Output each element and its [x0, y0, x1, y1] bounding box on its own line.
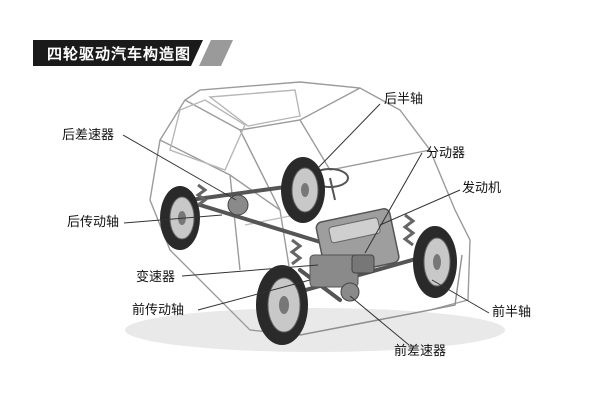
transfer-case-box: [351, 254, 375, 274]
label-rear-half-shaft: 后半轴: [384, 92, 424, 107]
label-transmission: 变速器: [136, 270, 176, 285]
ground-shadow: [125, 308, 505, 352]
leader-engine: [379, 189, 461, 226]
wheel-rear-right: [281, 157, 325, 223]
wheel-front-right: [413, 226, 457, 298]
suspension-springs: [195, 183, 416, 266]
car-body: [149, 81, 471, 336]
front-diff-housing: [340, 282, 360, 302]
leader-lines: [122, 103, 490, 346]
label-transfer-case: 分动器: [426, 146, 466, 161]
leader-front-drive-shaft: [197, 279, 311, 311]
title-banner-shape: [33, 40, 233, 66]
leader-rear-drive-shaft: [123, 214, 223, 224]
wheel-front-left: [256, 265, 308, 345]
title-banner: 四轮驱动汽车构造图: [33, 40, 233, 66]
engine-block: [227, 194, 400, 302]
leader-rear-differential: [122, 134, 237, 201]
label-rear-drive-shaft: 后传动轴: [67, 215, 120, 230]
leader-front-differential: [349, 295, 410, 346]
leader-transfer-case: [364, 152, 423, 254]
label-front-differential: 前差速器: [394, 344, 447, 359]
diagram-title: 四轮驱动汽车构造图: [47, 45, 192, 63]
label-front-half-shaft: 前半轴: [492, 305, 532, 320]
transmission-box: [309, 254, 359, 288]
leader-transmission: [181, 264, 319, 277]
rear-diff-housing: [227, 194, 249, 216]
label-front-drive-shaft: 前传动轴: [132, 303, 185, 318]
label-rear-differential: 后差速器: [62, 128, 115, 143]
leader-rear-half-shaft: [317, 103, 381, 169]
label-engine: 发动机: [462, 181, 502, 196]
leader-front-half-shaft: [431, 279, 490, 314]
rear-drive-shaft-part: [198, 203, 332, 247]
